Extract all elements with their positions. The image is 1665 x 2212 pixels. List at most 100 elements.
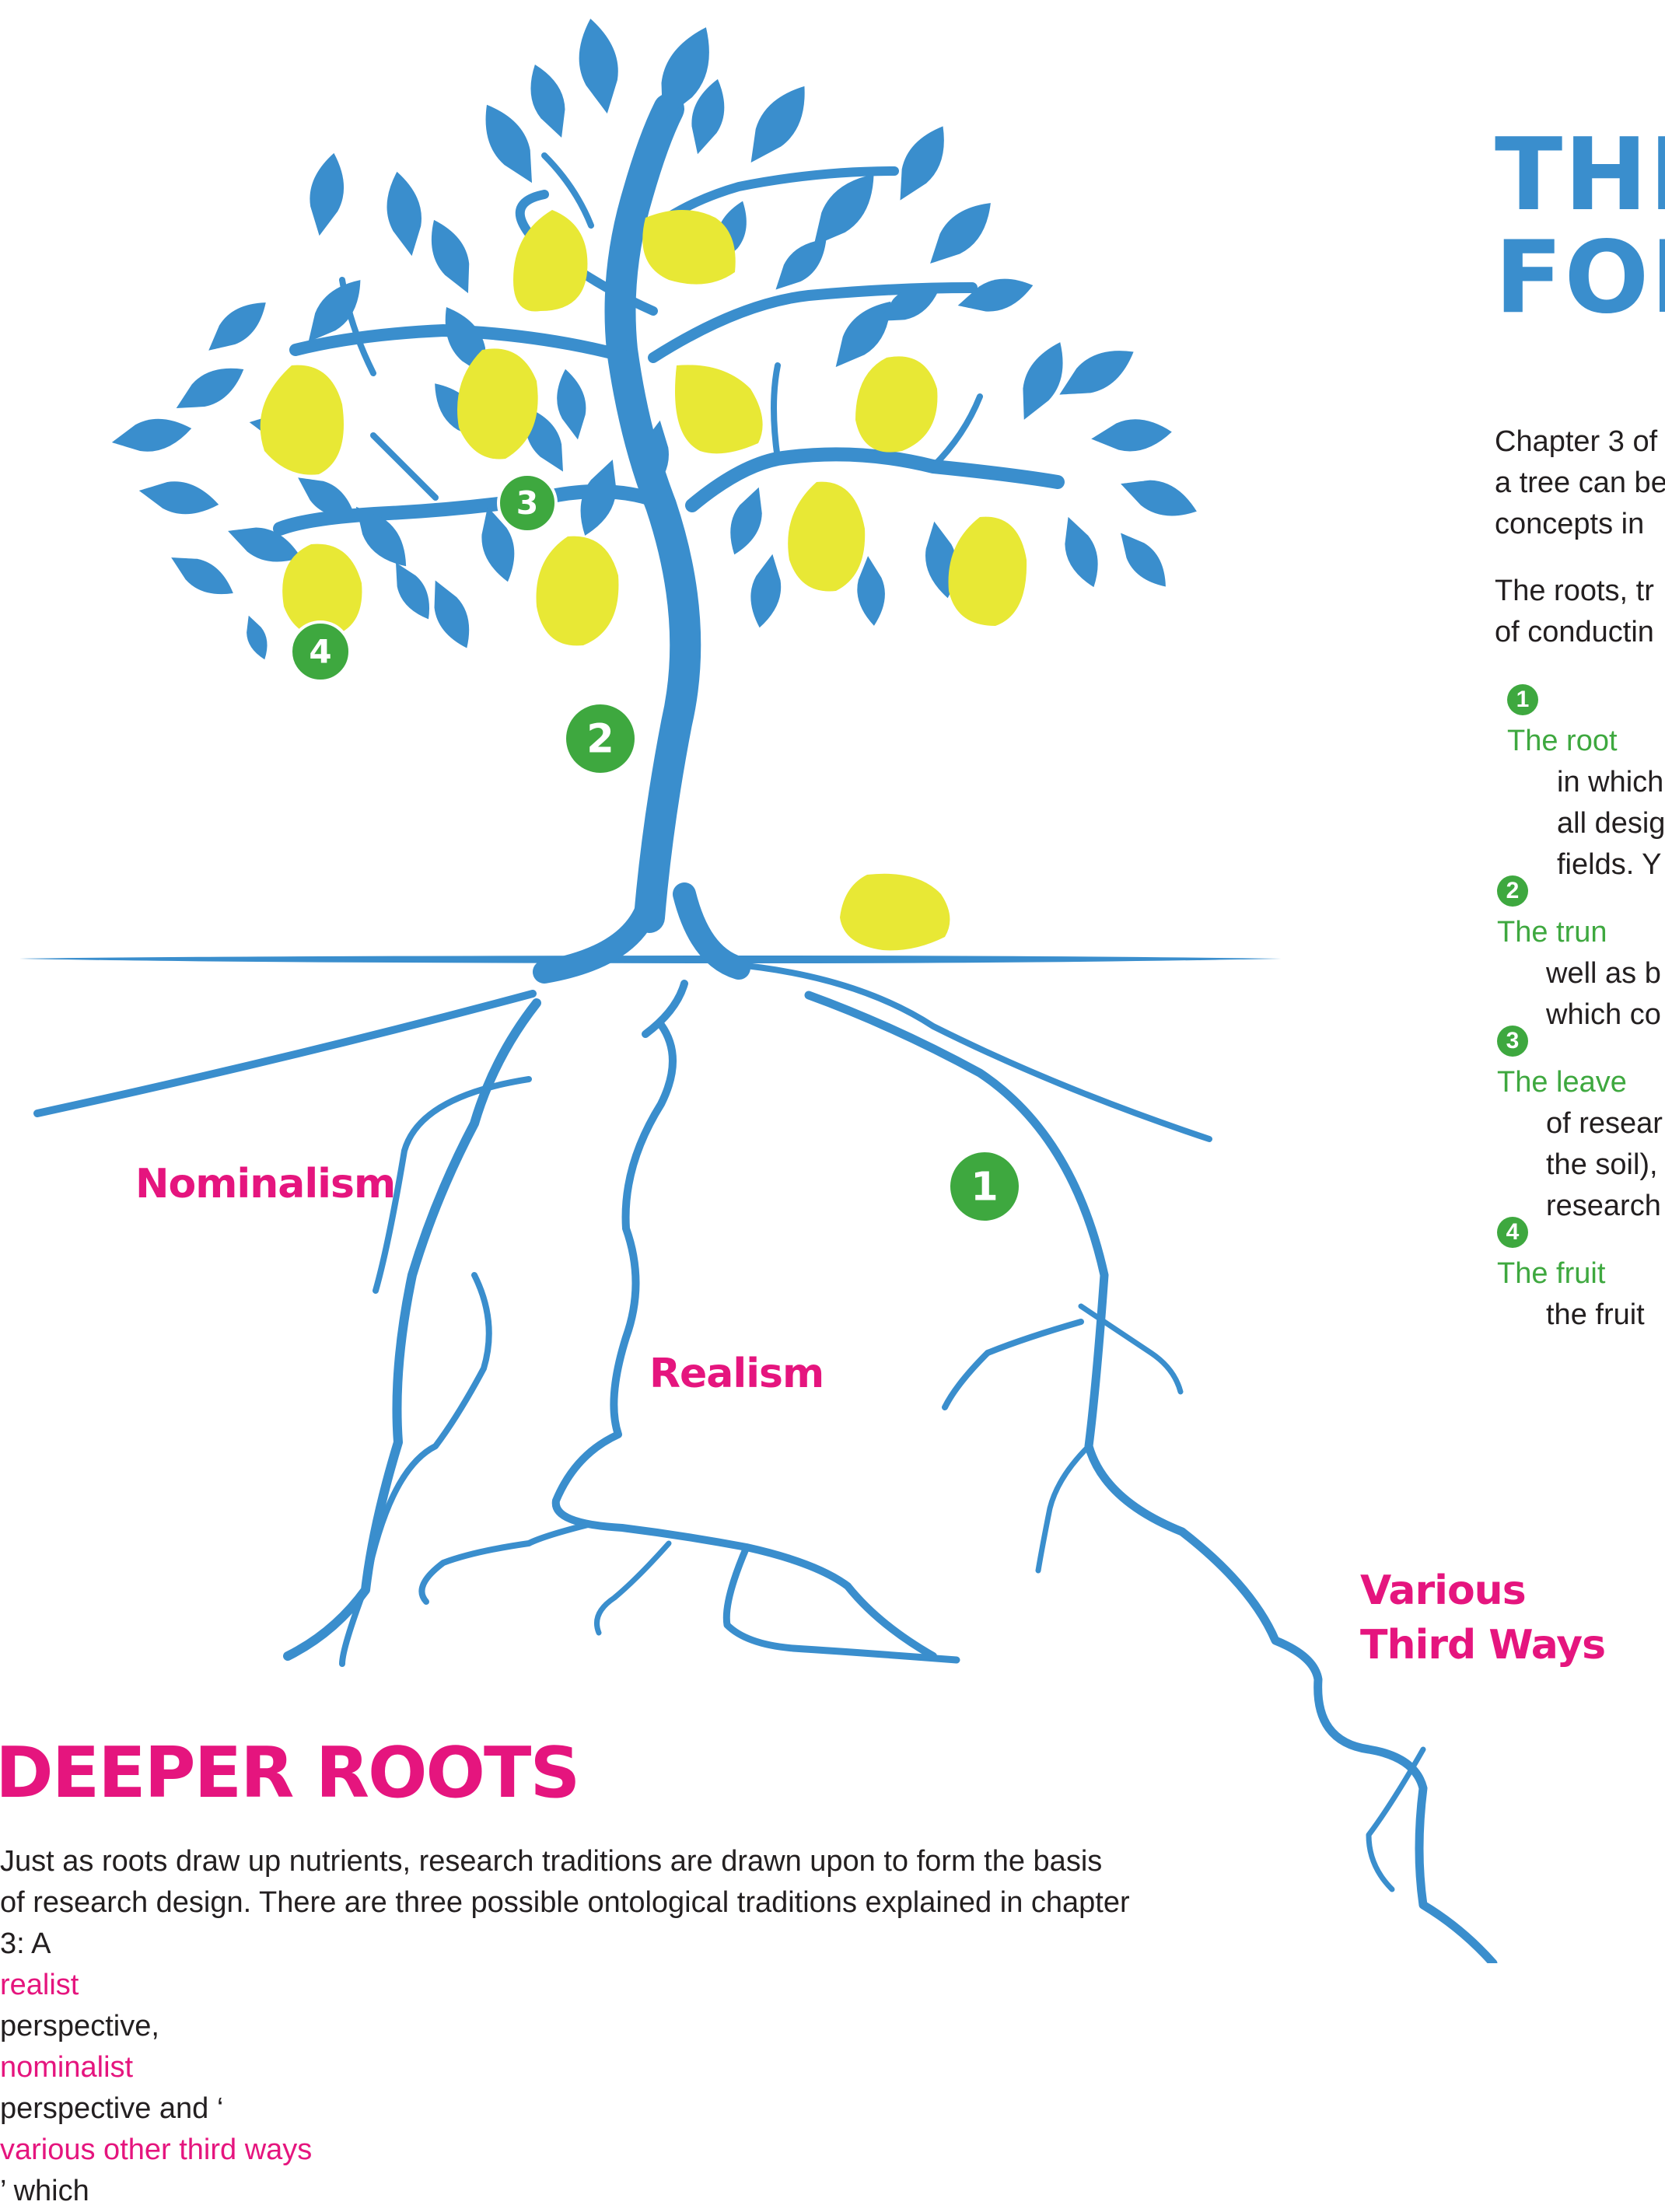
- leaf: [396, 562, 429, 620]
- leaf: [308, 280, 361, 342]
- lemon: [457, 348, 538, 460]
- title-line-2: FOR: [1495, 220, 1665, 336]
- text-run: ’ which: [0, 2175, 89, 2207]
- paragraph-line-1: Just as roots draw up nutrients, researc…: [0, 1845, 1103, 1878]
- intro-line: concepts in: [1495, 508, 1645, 540]
- lemon: [260, 365, 344, 475]
- leaf: [530, 65, 565, 138]
- point-3-line: the soil),: [1546, 1148, 1658, 1181]
- leaf: [485, 104, 532, 183]
- lemon: [948, 516, 1027, 626]
- page-title: THE FOR: [1495, 124, 1665, 330]
- third-ways-line-2: Third Ways: [1360, 1622, 1606, 1669]
- intro-paragraph-1: Chapter 3 of a tree can be concepts in: [1495, 421, 1665, 545]
- root-label-third-ways: Various Third Ways: [1360, 1564, 1606, 1672]
- point-2-line: well as b: [1546, 957, 1661, 990]
- leaf: [835, 301, 891, 368]
- leaf: [730, 487, 762, 555]
- intro-paragraph-2: The roots, tr of conductin: [1495, 571, 1665, 653]
- third-ways-line-1: Various: [1360, 1567, 1527, 1614]
- leaf: [355, 506, 407, 567]
- marker-3-label: 3: [516, 484, 539, 522]
- leaf: [176, 368, 244, 408]
- leaf: [879, 284, 941, 321]
- leaf: [1059, 351, 1134, 395]
- point-3-line: of resear: [1546, 1107, 1663, 1140]
- leaf: [1023, 342, 1063, 420]
- intro-line: Chapter 3 of: [1495, 425, 1658, 458]
- leaf: [637, 420, 669, 498]
- leaf: [579, 18, 618, 114]
- leaf: [930, 203, 991, 264]
- leaf: [247, 615, 268, 660]
- point-1-line: in which: [1557, 766, 1664, 798]
- point-1-heading: The root: [1507, 725, 1618, 757]
- section-title: DEEPER ROOTS: [0, 1732, 580, 1814]
- point-1-line: all desig: [1557, 807, 1665, 840]
- point-number-badge: 1: [1507, 684, 1538, 715]
- point-2-heading: The trun: [1497, 916, 1607, 949]
- lemon: [788, 481, 866, 592]
- leaf: [228, 527, 301, 562]
- highlight-various-other-third-ways[interactable]: various other third ways: [0, 2133, 313, 2166]
- point-2-line: which co: [1546, 998, 1661, 1031]
- marker-1-circle: [947, 1149, 1022, 1224]
- point-number-badge: 2: [1497, 875, 1528, 907]
- leaf: [1121, 533, 1166, 587]
- leaf: [691, 79, 725, 155]
- ground-line: [19, 956, 1282, 963]
- lemon: [675, 365, 763, 454]
- point-4-line: the fruit: [1546, 1298, 1645, 1331]
- leaf: [900, 126, 944, 201]
- leaf: [434, 580, 470, 648]
- leaf: [580, 460, 617, 536]
- leaf: [750, 554, 782, 628]
- marker-2-label: 2: [586, 716, 614, 762]
- leaf: [431, 219, 470, 294]
- text-run: 3: A: [0, 1927, 51, 1960]
- leaf: [111, 418, 192, 452]
- text-run: perspective and ‘: [0, 2092, 224, 2125]
- markers: 1 2 3 4: [289, 473, 1022, 1224]
- lemons: [260, 210, 1027, 951]
- leaf: [857, 556, 885, 626]
- paragraph-line-3: 3: A realist perspective, nominalist per…: [0, 1924, 1130, 2212]
- roots: [33, 961, 1498, 1963]
- point-number-badge: 4: [1497, 1217, 1528, 1248]
- marker-2-circle: [563, 701, 638, 776]
- intro-text: Chapter 3 of a tree can be concepts in T…: [1495, 421, 1665, 679]
- section-paragraph: Just as roots draw up nutrients, researc…: [0, 1841, 1130, 2212]
- leaf: [557, 369, 586, 440]
- text-run: perspective,: [0, 2010, 159, 2043]
- leaf: [1091, 419, 1172, 452]
- highlight-realist[interactable]: realist: [0, 1969, 79, 2001]
- leaf: [750, 86, 805, 163]
- marker-4-label: 4: [309, 632, 331, 670]
- marker-4-circle: [289, 620, 352, 683]
- lemon-fallen: [840, 873, 950, 951]
- leaf: [661, 27, 709, 121]
- leaf: [813, 174, 874, 246]
- leaf: [171, 557, 233, 595]
- marker-1-label: 1: [971, 1164, 999, 1210]
- root-label-realism: Realism: [649, 1351, 824, 1397]
- lemon: [536, 536, 619, 646]
- lemon: [282, 543, 362, 638]
- tree-diagram: 1 2 3 4: [19, 18, 1498, 1963]
- leaf: [1121, 480, 1197, 516]
- point-4-heading: The fruit: [1497, 1257, 1606, 1290]
- leaf: [310, 152, 345, 236]
- marker-3-circle: [497, 473, 558, 533]
- root-label-nominalism: Nominalism: [135, 1161, 396, 1207]
- point-3-line: research: [1546, 1190, 1661, 1222]
- intro-line: The roots, tr: [1495, 575, 1654, 607]
- lemon: [855, 356, 938, 453]
- leaf: [1065, 516, 1098, 588]
- highlight-nominalist[interactable]: nominalist: [0, 2051, 134, 2084]
